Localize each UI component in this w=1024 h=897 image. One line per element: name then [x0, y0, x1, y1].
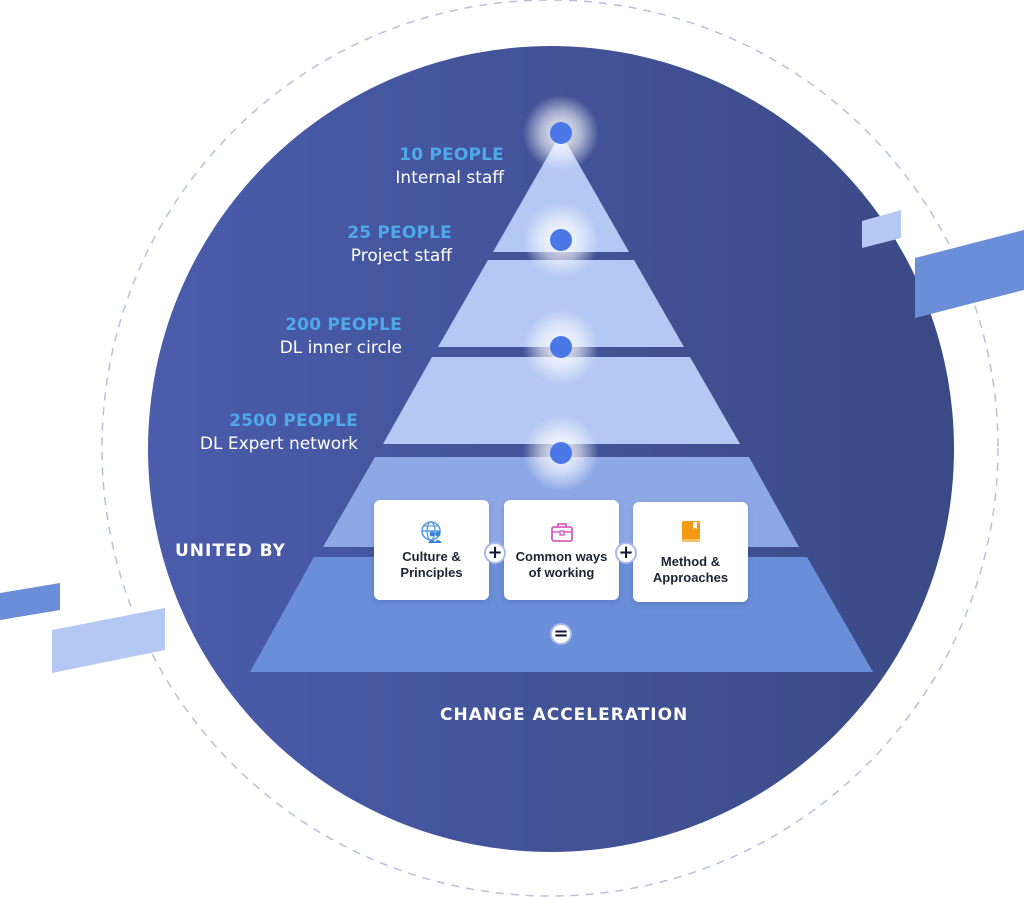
- change-acceleration-label: CHANGE ACCELERATION: [440, 705, 689, 725]
- decor-stripe-left-small: [0, 583, 60, 620]
- plus-operator-icon: +: [484, 542, 506, 564]
- tier-name: Project staff: [350, 246, 452, 267]
- plus-operator-icon: +: [615, 542, 637, 564]
- pyramid-tier-2: [438, 260, 684, 347]
- tier-name: DL inner circle: [279, 338, 402, 359]
- tier-label-1: 10 PEOPLE Internal staff: [395, 145, 504, 189]
- briefcase-icon: [550, 523, 573, 542]
- equals-operator-icon: =: [550, 623, 572, 645]
- globe-people-icon: [420, 521, 442, 543]
- pillar-card-ways-of-working: Common ways of working: [504, 500, 619, 600]
- pyramid-tier-3: [383, 357, 740, 444]
- tier-node-1: [523, 95, 599, 171]
- pillar-label: Method & Approaches: [652, 554, 729, 585]
- tier-count: 25 PEOPLE: [347, 223, 452, 243]
- dashed-orbit: [101, 0, 999, 897]
- pillar-label: Culture & Principles: [400, 549, 463, 580]
- pillar-label: Common ways of working: [515, 549, 608, 580]
- decor-stripe-right-large: [915, 230, 1024, 318]
- pillar-card-culture: Culture & Principles: [374, 500, 489, 600]
- tier-node-4: [523, 415, 599, 491]
- tier-node-2: [523, 202, 599, 278]
- decor-stripe-left-large: [52, 608, 165, 673]
- tier-node-3: [523, 309, 599, 385]
- tier-count: 2500 PEOPLE: [229, 411, 358, 431]
- tier-label-2: 25 PEOPLE Project staff: [347, 223, 452, 267]
- tier-label-4: 2500 PEOPLE DL Expert network: [200, 411, 358, 455]
- book-icon: [681, 521, 700, 542]
- tier-count: 10 PEOPLE: [399, 145, 504, 165]
- tier-label-3: 200 PEOPLE DL inner circle: [280, 315, 402, 359]
- tier-name: Internal staff: [395, 168, 504, 189]
- pillar-card-methods: Method & Approaches: [633, 502, 748, 602]
- pyramid-tier-1: [493, 133, 629, 252]
- united-by-label: UNITED BY: [175, 541, 286, 561]
- decor-stripe-right-small: [862, 210, 901, 248]
- tier-count: 200 PEOPLE: [285, 315, 402, 335]
- tier-name: DL Expert network: [199, 434, 358, 455]
